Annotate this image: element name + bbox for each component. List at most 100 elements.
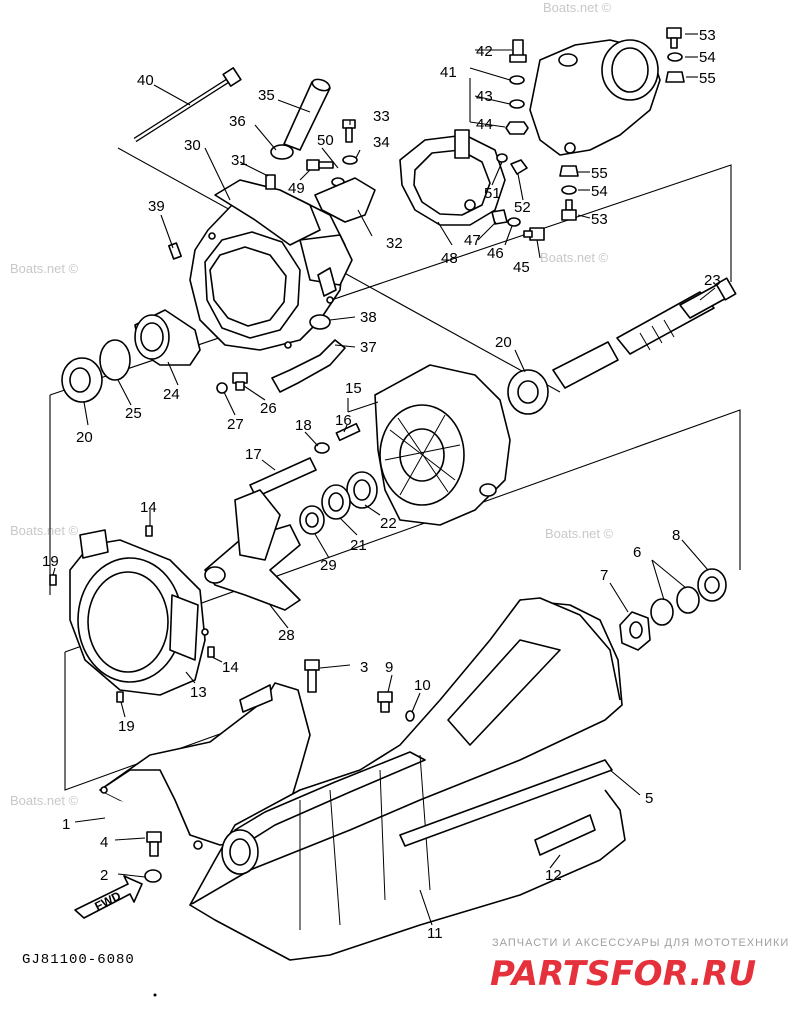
- washer-10: [405, 710, 415, 722]
- label-15: 15: [345, 380, 362, 397]
- label-54-top: 54: [699, 49, 716, 66]
- part-7: [619, 611, 651, 651]
- long-bolt-40: [133, 67, 242, 143]
- label-21: 21: [350, 537, 367, 554]
- label-19-upper: 19: [42, 553, 59, 570]
- label-52: 52: [514, 199, 531, 216]
- watermark-left-upper: Boats.net ©: [10, 261, 79, 276]
- label-53-top: 53: [699, 27, 716, 44]
- label-20-left: 20: [76, 429, 93, 446]
- impeller-28: [204, 489, 301, 611]
- bolt-4: [146, 831, 162, 857]
- washer-51: [496, 153, 508, 163]
- label-6: 6: [633, 544, 641, 561]
- label-23: 23: [704, 272, 721, 289]
- callout-labels: 40 35 36 33 50 34 30 31 49 39 32 48 42 4…: [42, 27, 721, 942]
- label-13: 13: [190, 684, 207, 701]
- label-46: 46: [487, 245, 504, 262]
- label-42: 42: [476, 43, 493, 60]
- watermarks: Boats.net © Boats.net © Boats.net © Boat…: [10, 0, 614, 808]
- washer-54-top: [667, 52, 683, 62]
- bearing-20-left: [61, 357, 103, 403]
- part-6: [650, 586, 700, 626]
- label-11: 11: [427, 925, 443, 942]
- hose-37: [271, 339, 346, 393]
- label-14-upper: 14: [140, 499, 157, 516]
- washer-41: [509, 75, 525, 85]
- label-17: 17: [245, 446, 262, 463]
- label-22: 22: [380, 515, 397, 532]
- bolt-42: [509, 39, 527, 63]
- label-34: 34: [373, 134, 390, 151]
- label-39: 39: [148, 198, 165, 215]
- pin-16: [335, 422, 361, 442]
- nut-44: [505, 121, 529, 135]
- washer-27: [216, 382, 228, 394]
- label-47: 47: [464, 232, 481, 249]
- washer-54-lower: [561, 185, 577, 195]
- nut-55-lower: [559, 165, 579, 177]
- bolt-9: [377, 691, 393, 713]
- middle-assembly: [49, 277, 737, 703]
- seal-29: [299, 505, 325, 535]
- bolt-53-top: [666, 27, 682, 49]
- pin-19-upper: [49, 574, 57, 586]
- pin-14-upper: [145, 525, 153, 537]
- label-32: 32: [386, 235, 403, 252]
- label-12: 12: [545, 867, 562, 884]
- label-37: 37: [360, 339, 377, 356]
- label-48: 48: [441, 250, 458, 267]
- drive-shaft-23: [616, 277, 737, 355]
- label-16: 16: [335, 412, 352, 429]
- label-10: 10: [414, 677, 431, 694]
- watermark-top-right: Boats.net ©: [543, 0, 612, 15]
- label-2: 2: [100, 867, 108, 884]
- watermark-left-lower: Boats.net ©: [10, 793, 79, 808]
- label-29: 29: [320, 557, 337, 574]
- watermark-left-middle: Boats.net ©: [10, 523, 79, 538]
- label-26: 26: [260, 400, 277, 417]
- pin-39: [168, 242, 182, 260]
- bearing-21: [321, 484, 351, 520]
- part-8: [697, 568, 727, 602]
- label-33: 33: [373, 108, 390, 125]
- washer-46: [507, 217, 521, 227]
- part-3: [304, 659, 320, 693]
- clamp-36: [270, 144, 294, 160]
- label-30: 30: [184, 137, 201, 154]
- washer-34: [342, 155, 358, 165]
- bolt-26: [232, 372, 248, 391]
- bolt-49: [306, 159, 334, 171]
- upper-assembly: [133, 27, 685, 351]
- watermark-right-upper: Boats.net ©: [540, 250, 609, 265]
- label-19-lower: 19: [118, 718, 135, 735]
- rod-5: [399, 759, 613, 847]
- label-55-top: 55: [699, 70, 716, 87]
- label-1: 1: [62, 816, 70, 833]
- nozzle-deflector: [529, 39, 661, 156]
- spline-shaft: [552, 341, 619, 389]
- label-49: 49: [288, 180, 305, 197]
- ad-tagline: ЗАПЧАСТИ И АКСЕССУАРЫ ДЛЯ МОТОТЕХНИКИ: [492, 937, 789, 949]
- bolt-31: [265, 174, 276, 190]
- intake-duct-30: [189, 179, 353, 351]
- label-25: 25: [125, 405, 142, 422]
- label-27: 27: [227, 416, 244, 433]
- label-20-right: 20: [495, 334, 512, 351]
- plate-12: [534, 814, 596, 856]
- pump-housing: [374, 364, 511, 526]
- o-ring-25: [99, 339, 131, 381]
- label-28: 28: [278, 627, 295, 644]
- main-duct-1: [99, 682, 311, 850]
- label-35: 35: [258, 87, 275, 104]
- label-18: 18: [295, 417, 312, 434]
- cap-24: [134, 309, 201, 366]
- label-14-lower: 14: [222, 659, 239, 676]
- label-40: 40: [137, 72, 154, 89]
- label-51: 51: [484, 185, 501, 202]
- bracket-32: [314, 177, 376, 223]
- ad-logo: PARTSFOR.RU: [490, 954, 756, 994]
- label-53-lower: 53: [591, 211, 608, 228]
- label-45: 45: [513, 259, 530, 276]
- fwd-arrow-icon: [74, 875, 143, 919]
